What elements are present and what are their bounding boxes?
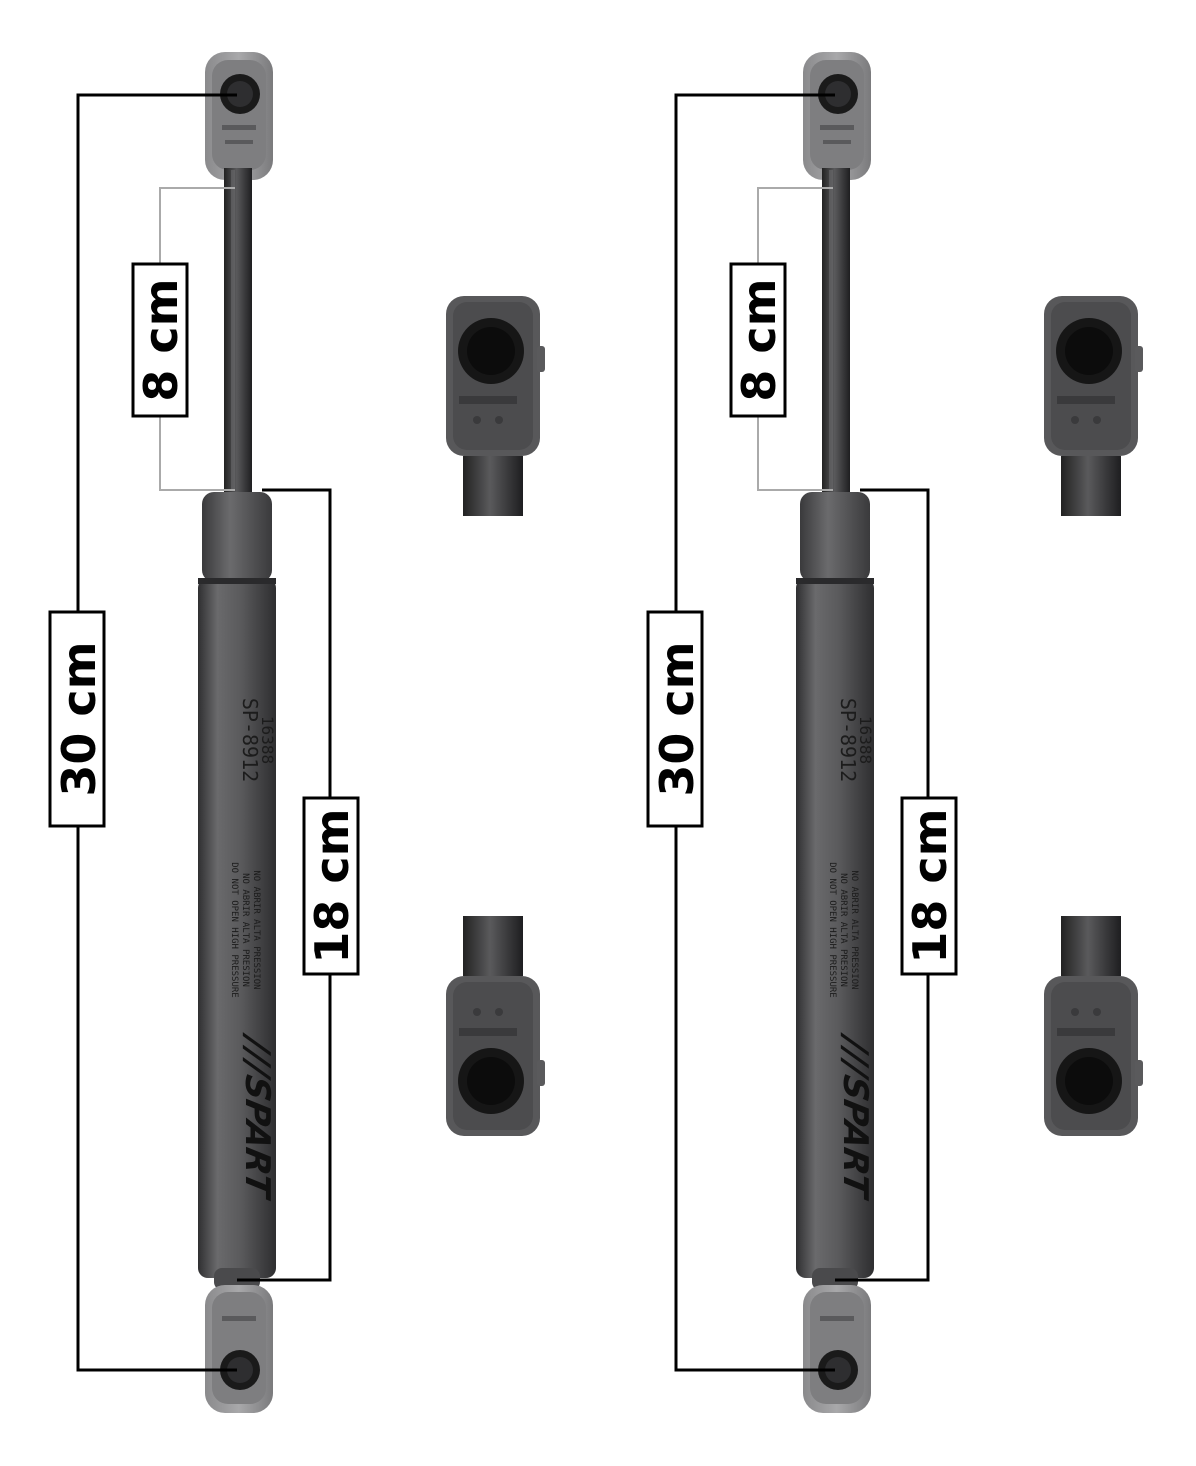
socket-end-top-left: [446, 296, 545, 516]
brand-logo: ///SPART: [237, 1030, 277, 1203]
body-length-label: 18 cm: [305, 808, 359, 963]
rod-length-label: 8 cm: [732, 278, 786, 401]
cylinder-body: SP-8912 16388 DO NOT OPEN HIGH PRESSURE …: [796, 492, 875, 1278]
warning-line-2: NO ABRIR ALTA PRESION: [240, 873, 250, 987]
warning-line-2: NO ABRIR ALTA PRESION: [838, 873, 848, 987]
socket-end-bottom-right: [1044, 916, 1143, 1136]
cylinder-body: SP-8912 16388 DO NOT OPEN HIGH PRESSURE …: [198, 492, 277, 1278]
warning-line-1: DO NOT OPEN HIGH PRESSURE: [229, 862, 239, 997]
piston-rod: [224, 168, 252, 493]
bottom-bracket: [205, 1268, 273, 1413]
strut-2: SP-8912 16388 DO NOT OPEN HIGH PRESSURE …: [646, 52, 958, 1413]
part-code: 16388: [856, 716, 875, 764]
strut-1: SP-8912 16388 DO NOT OPEN HIGH PRESSURE …: [48, 52, 360, 1413]
warning-line-1: DO NOT OPEN HIGH PRESSURE: [827, 862, 837, 997]
piston-rod: [822, 168, 850, 493]
bottom-bracket: [803, 1268, 871, 1413]
total-length-label: 30 cm: [52, 641, 106, 796]
part-number: SP-8912: [836, 698, 860, 782]
warning-line-3: NO ABRIR ALTA PRESSION: [849, 870, 859, 989]
socket-end-top-right: [1044, 296, 1143, 516]
rod-length-label: 8 cm: [134, 278, 188, 401]
part-number: SP-8912: [238, 698, 262, 782]
part-code: 16388: [258, 716, 277, 764]
body-length-label: 18 cm: [903, 808, 957, 963]
top-bracket: [803, 52, 871, 180]
total-length-label: 30 cm: [650, 641, 704, 796]
top-bracket: [205, 52, 273, 180]
brand-logo: ///SPART: [835, 1030, 875, 1203]
warning-line-3: NO ABRIR ALTA PRESSION: [251, 870, 261, 989]
socket-end-bottom-left: [446, 916, 545, 1136]
